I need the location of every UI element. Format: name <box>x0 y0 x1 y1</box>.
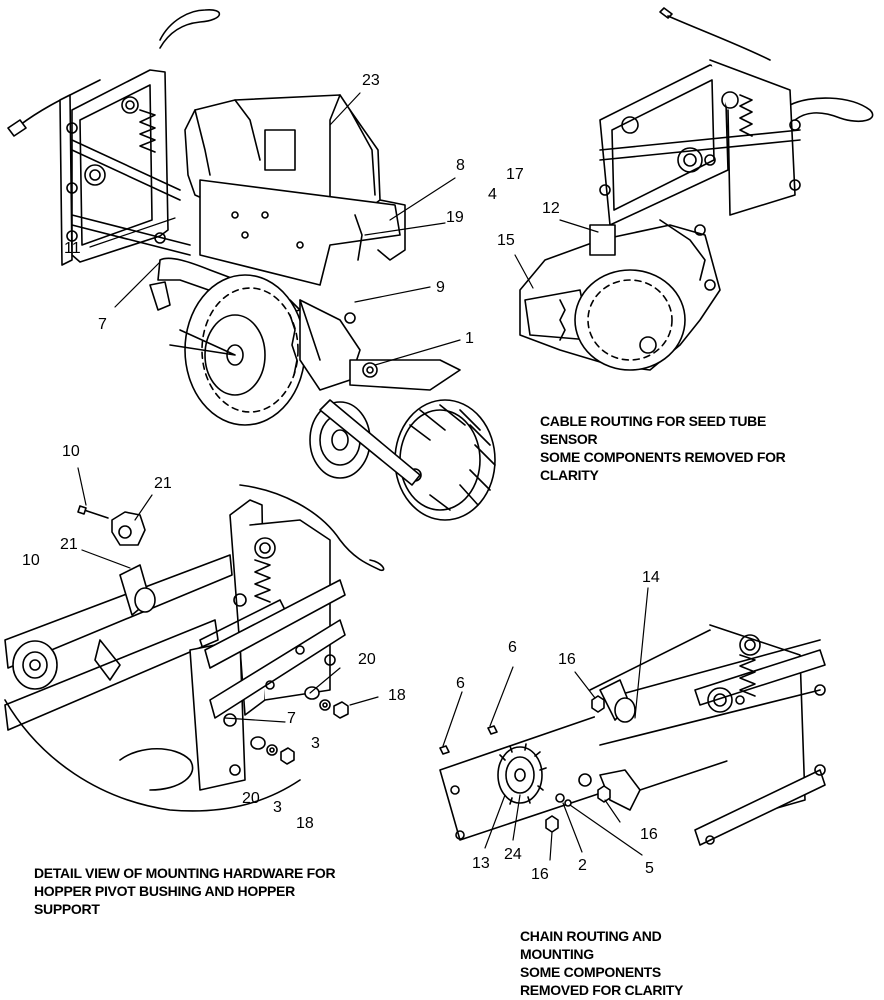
caption-line: DETAIL VIEW OF MOUNTING HARDWARE FOR <box>34 865 336 881</box>
callout-9: 9 <box>436 279 445 296</box>
callout-4: 4 <box>488 186 497 203</box>
cable-routing-view <box>519 7 874 371</box>
callout-13: 13 <box>472 855 490 872</box>
callout-10-bolt: 10 <box>62 443 80 460</box>
caption-line: SOME COMPONENTS REMOVED FOR <box>540 449 786 465</box>
callout-6-lower: 6 <box>456 675 465 692</box>
caption-detail-view: DETAIL VIEW OF MOUNTING HARDWARE FOR HOP… <box>34 864 336 918</box>
callout-10-detail: 10 <box>22 552 40 569</box>
caption-line: CLARITY <box>540 467 599 483</box>
callout-16-upper: 16 <box>558 651 576 668</box>
callout-7-main: 7 <box>98 316 107 333</box>
callout-21-detail: 21 <box>60 536 78 553</box>
callout-8: 8 <box>456 157 465 174</box>
callout-3-upper: 3 <box>311 735 320 752</box>
caption-line: SOME COMPONENTS <box>520 964 661 980</box>
callout-23: 23 <box>362 72 380 89</box>
row-unit-assembly <box>7 9 496 521</box>
callout-3-lower: 3 <box>273 799 282 816</box>
callout-11: 11 <box>64 240 81 257</box>
callout-24: 24 <box>504 846 522 863</box>
callout-20-upper: 20 <box>358 651 376 668</box>
caption-chain-routing: CHAIN ROUTING AND MOUNTING SOME COMPONEN… <box>520 927 683 999</box>
callout-18-upper: 18 <box>388 687 406 704</box>
callout-14: 14 <box>642 569 660 586</box>
callout-19: 19 <box>446 209 464 226</box>
caption-line: REMOVED FOR CLARITY <box>520 982 684 998</box>
callout-5: 5 <box>645 860 654 877</box>
caption-line: CHAIN ROUTING AND <box>520 928 662 944</box>
callout-18-lower: 18 <box>296 815 314 832</box>
caption-line: HOPPER PIVOT BUSHING AND HOPPER <box>34 883 295 899</box>
chain-routing-view <box>439 624 826 846</box>
callout-7-detail: 7 <box>287 710 296 727</box>
mounting-hardware-detail-view <box>4 484 385 812</box>
callout-leader-lines <box>77 92 649 861</box>
callout-16-right: 16 <box>640 826 658 843</box>
caption-line: SUPPORT <box>34 901 100 917</box>
callout-20-lower: 20 <box>242 790 260 807</box>
callout-16-lower: 16 <box>531 866 549 883</box>
callout-21-bushing: 21 <box>154 475 172 492</box>
caption-line: SENSOR <box>540 431 598 447</box>
callout-17: 17 <box>506 166 524 183</box>
callout-1: 1 <box>465 330 474 347</box>
callout-2: 2 <box>578 857 587 874</box>
caption-line: CABLE ROUTING FOR SEED TUBE <box>540 413 767 429</box>
callout-6-upper: 6 <box>508 639 517 656</box>
caption-line: MOUNTING <box>520 946 594 962</box>
caption-cable-routing: CABLE ROUTING FOR SEED TUBE SENSOR SOME … <box>540 412 786 484</box>
callout-12: 12 <box>542 200 560 217</box>
callout-15: 15 <box>497 232 515 249</box>
